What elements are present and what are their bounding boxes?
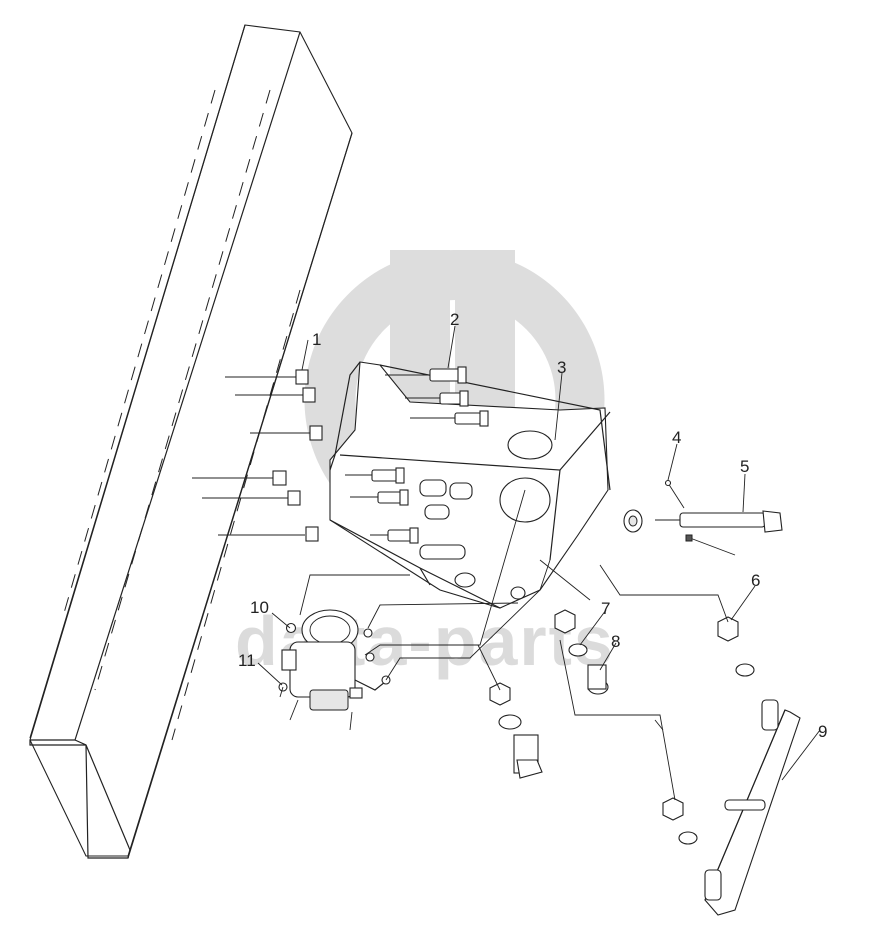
callout-5: 5 [740, 457, 749, 476]
hardware-6-7-8 [489, 609, 755, 779]
leader-lines [257, 325, 821, 781]
bolt-set-2 [345, 366, 489, 544]
split-pin-4 [664, 479, 685, 509]
long-bolt-5 [623, 509, 783, 556]
callout-7: 7 [601, 599, 610, 618]
bolt-set-1 [192, 369, 323, 542]
callout-2: 2 [450, 310, 459, 329]
callout-8: 8 [611, 632, 620, 651]
callout-10: 10 [250, 598, 269, 617]
mounting-bracket [329, 361, 611, 609]
callout-11: 11 [238, 651, 256, 670]
frame-rail [29, 24, 353, 859]
callout-1: 1 [312, 330, 321, 349]
actuator-assembly [278, 609, 391, 731]
support-plate-9 [662, 699, 801, 916]
connector-lines [299, 489, 729, 801]
callout-4: 4 [672, 428, 681, 447]
callout-6: 6 [751, 571, 760, 590]
callout-9: 9 [818, 722, 827, 741]
callout-3: 3 [557, 358, 566, 377]
